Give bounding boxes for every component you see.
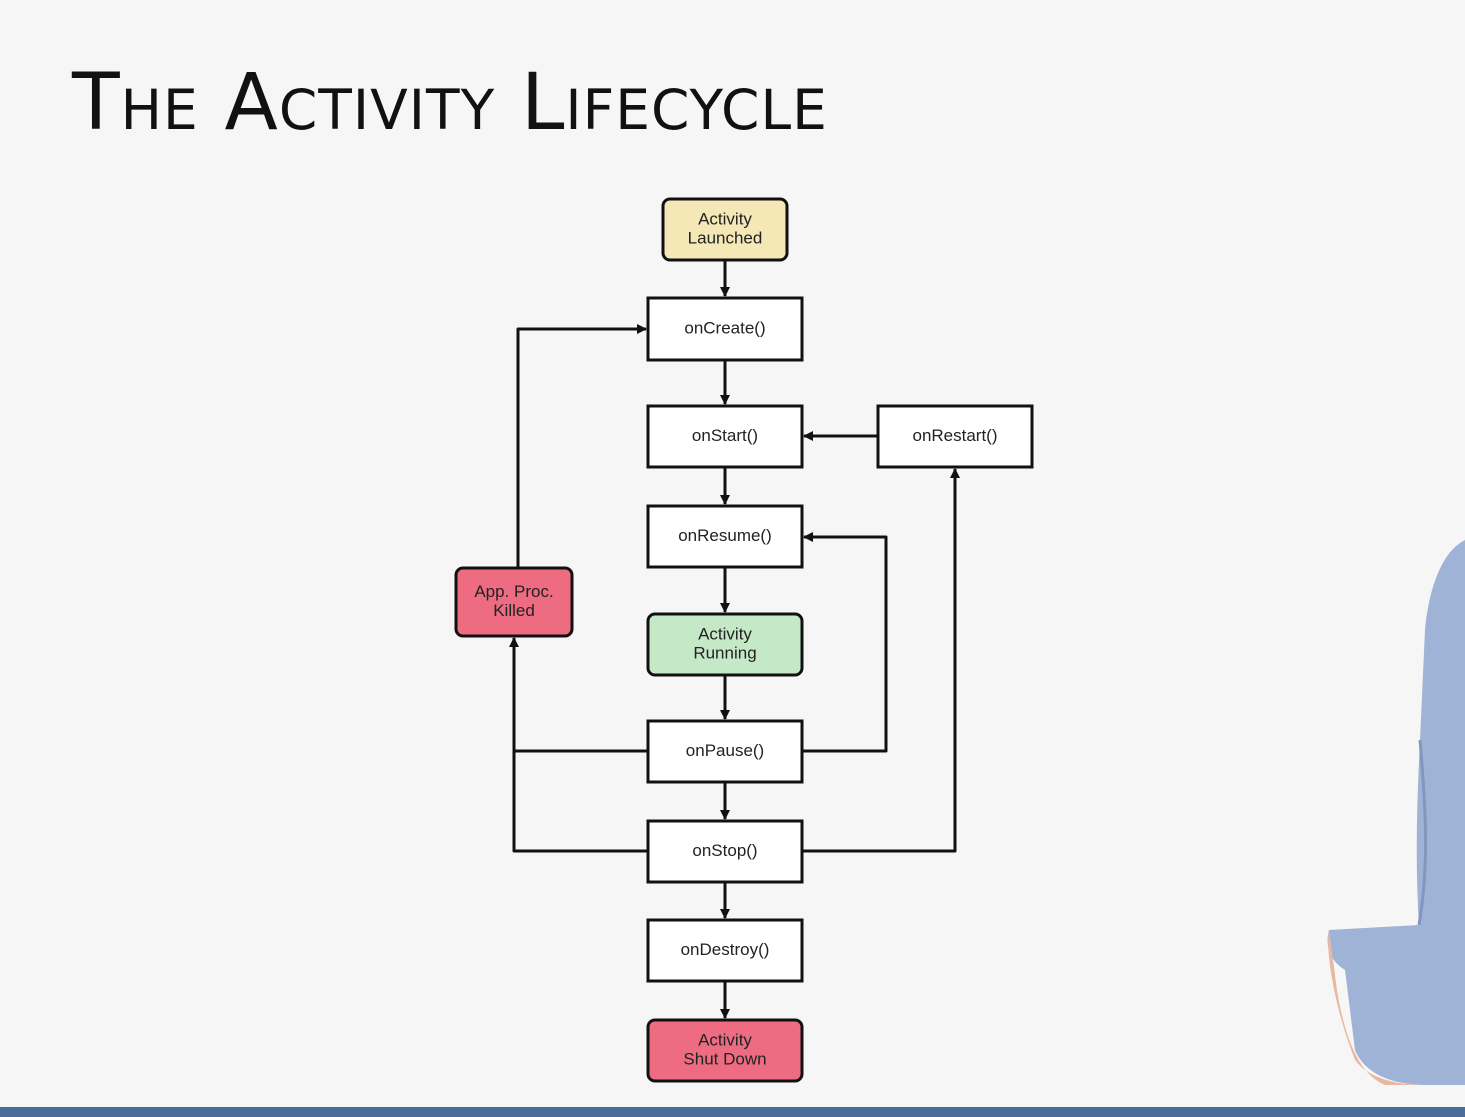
node-label: Killed	[493, 601, 535, 620]
edge-onStop-to-killed	[512, 751, 648, 853]
node-label: Activity	[698, 1030, 752, 1049]
node-label: Activity	[698, 209, 752, 228]
node-onStart: onStart()	[646, 404, 804, 469]
node-label: App. Proc.	[474, 582, 553, 601]
bottom-bar	[0, 1107, 1465, 1117]
node-onPause: onPause()	[646, 719, 804, 784]
node-onRestart: onRestart()	[876, 404, 1034, 469]
node-box	[661, 197, 789, 262]
node-onResume: onResume()	[646, 504, 804, 569]
node-label: onStop()	[692, 841, 757, 860]
node-box	[646, 296, 804, 362]
node-box	[646, 918, 804, 983]
node-label: onCreate()	[684, 318, 765, 337]
node-label: Activity	[698, 624, 752, 643]
node-onDestroy: onDestroy()	[646, 918, 804, 983]
node-box	[646, 612, 804, 677]
node-label: onPause()	[686, 741, 764, 760]
edge-onPause-to-onResume	[802, 532, 888, 753]
node-box	[646, 504, 804, 569]
node-onStop: onStop()	[646, 819, 804, 884]
presenter-figure	[1327, 540, 1465, 1085]
edge-onPause-to-killed	[509, 637, 648, 753]
nodes-layer: ActivityLaunchedonCreate()onStart()onRes…	[454, 197, 1034, 1083]
node-killed: App. Proc.Killed	[454, 566, 574, 638]
node-onCreate: onCreate()	[646, 296, 804, 362]
node-label: Shut Down	[683, 1049, 766, 1068]
node-box	[646, 719, 804, 784]
page-title: The Activity Lifecycle	[72, 58, 828, 148]
node-box	[646, 819, 804, 884]
node-box	[876, 404, 1034, 469]
node-label: onStart()	[692, 426, 758, 445]
node-box	[646, 404, 804, 469]
edges-layer	[509, 260, 960, 1019]
node-label: onRestart()	[912, 426, 997, 445]
node-box	[454, 566, 574, 638]
node-box	[646, 1018, 804, 1083]
edge-killed-to-onCreate	[516, 324, 647, 568]
edge-onStop-to-onRestart	[802, 468, 960, 853]
node-label: onResume()	[678, 526, 772, 545]
node-label: Launched	[688, 228, 763, 247]
node-label: Running	[693, 643, 756, 662]
node-label: onDestroy()	[681, 940, 770, 959]
